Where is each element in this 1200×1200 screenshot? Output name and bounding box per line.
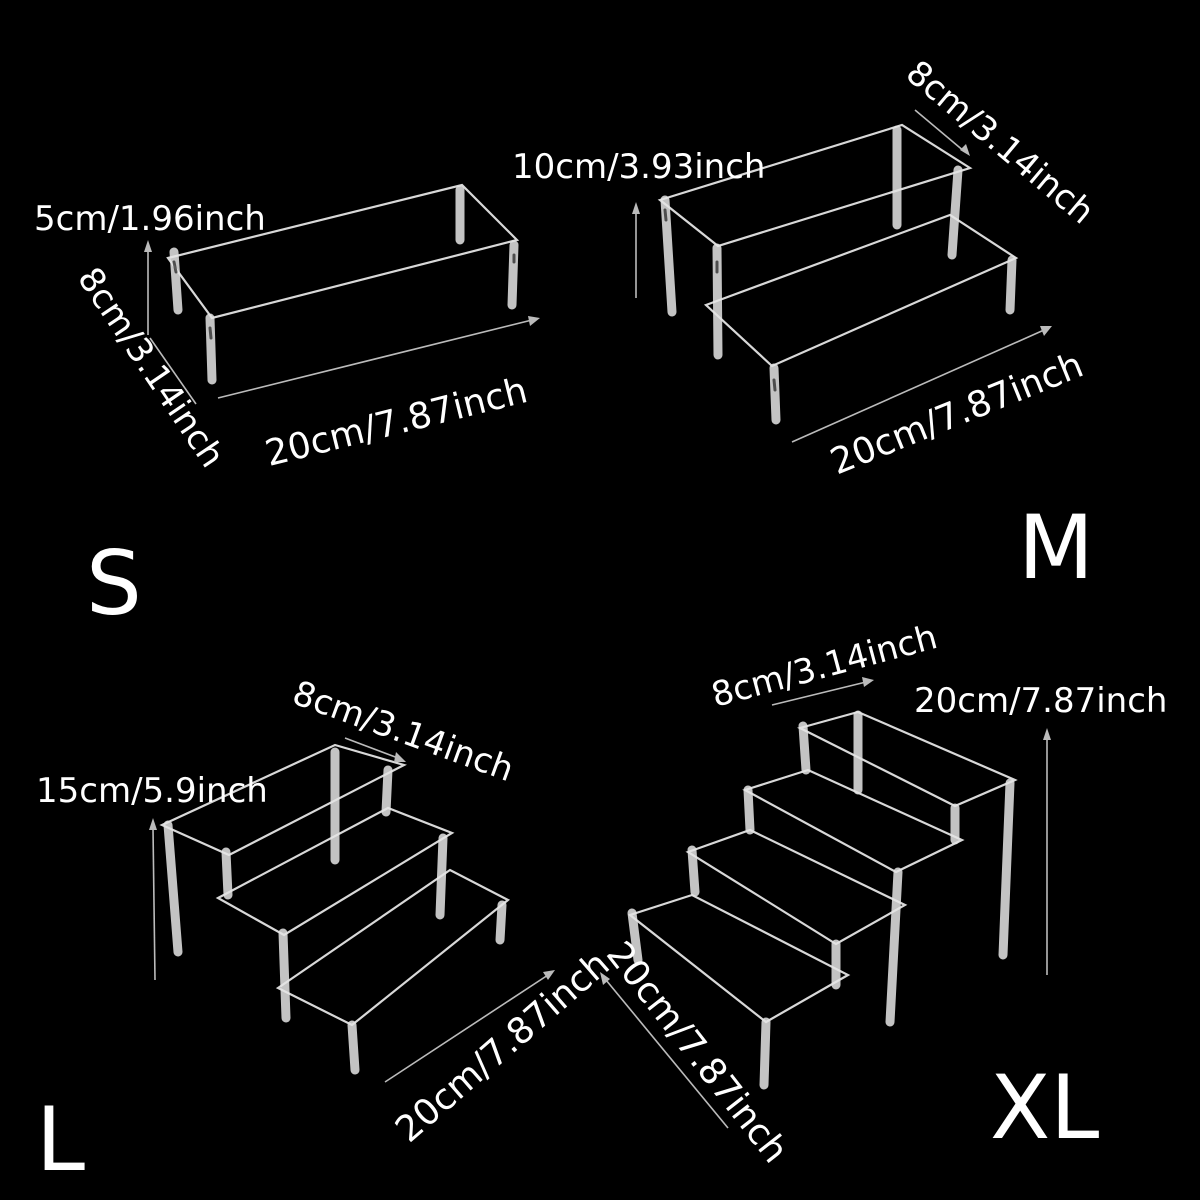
- size-label-l: L: [36, 1088, 86, 1191]
- size-label-m: M: [1018, 496, 1094, 599]
- size-label-xl: XL: [990, 1056, 1100, 1159]
- shelf-xl-dimension-lines: [600, 677, 1051, 1129]
- shelf-m-drawing: [657, 123, 1019, 425]
- s-height-label: 5cm/1.96inch: [34, 199, 266, 239]
- shelf-l-dimension-lines: [149, 737, 555, 1083]
- xl-height-label: 20cm/7.87inch: [914, 681, 1168, 721]
- size-label-s: S: [86, 532, 142, 635]
- m-height-label: 10cm/3.93inch: [512, 147, 766, 187]
- shelf-xl-drawing: [627, 710, 1018, 1090]
- shelf-l-drawing: [159, 743, 511, 1075]
- l-height-label: 15cm/5.9inch: [36, 771, 268, 811]
- shelf-s-drawing: [166, 183, 520, 385]
- shelf-s-dimension-lines: [144, 240, 540, 405]
- shelf-m-dimension-lines: [632, 109, 1052, 443]
